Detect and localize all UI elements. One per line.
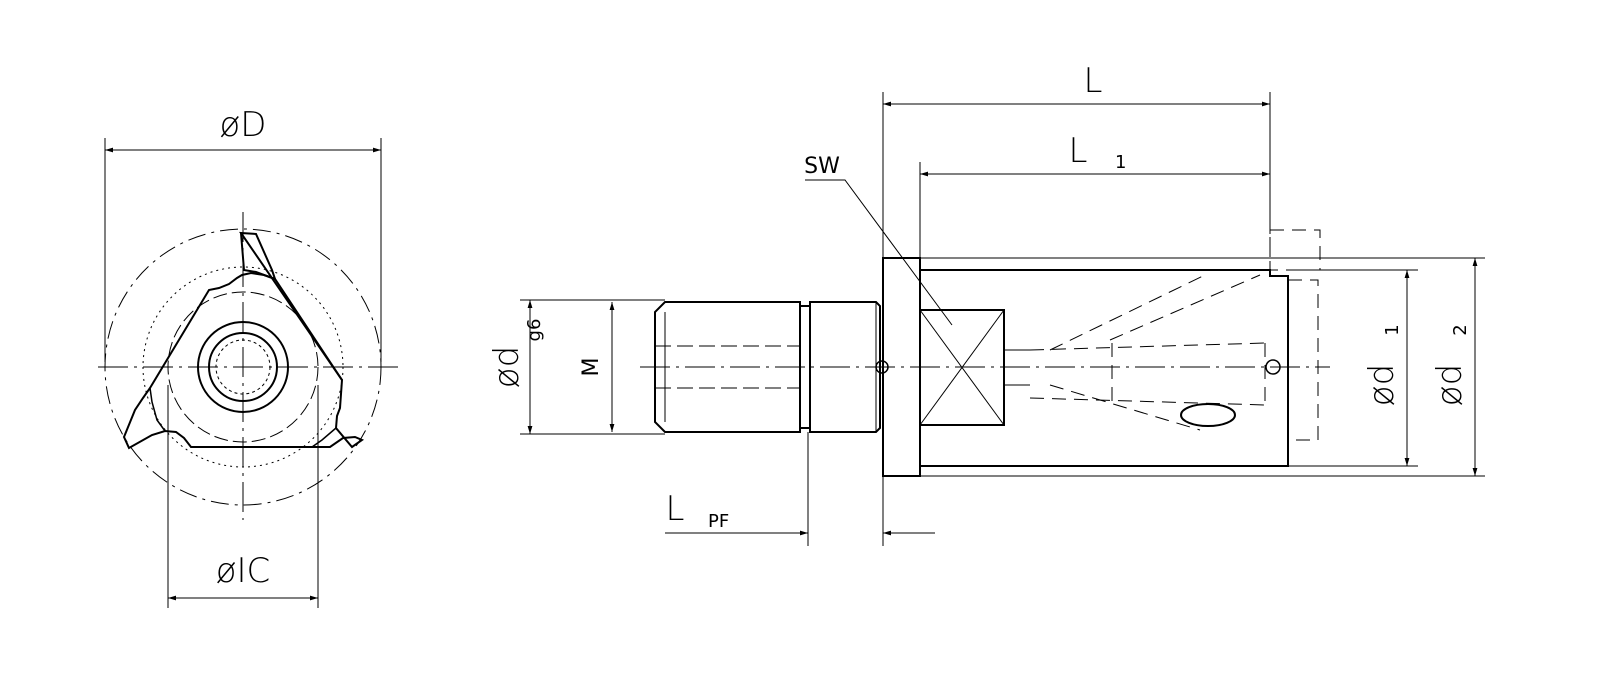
holder-view [520,92,1485,546]
coolant-hole [1180,403,1236,427]
label-lpf: L [666,489,685,529]
label-d2: ød [1430,364,1470,406]
inscribed-circle [167,291,319,443]
label-sw: SW [804,154,840,179]
label-l1-sub: 1 [1115,152,1126,173]
label-d2-sub: 2 [1450,324,1471,335]
label-lpf-sub: PF [708,511,729,532]
label-ic: øIC [216,551,271,591]
insert-edge-left [149,387,166,432]
dotted-circle [142,266,344,468]
threaded-shank [654,301,801,433]
set-screw-left [875,360,889,374]
insert-edge-right [311,427,337,448]
hole-outer [197,321,289,413]
label-m: M [579,358,604,377]
label-g6: g6 [524,319,545,342]
hole-inner [208,332,278,402]
insert-view [98,138,400,608]
label-d1-sub: 1 [1382,324,1403,335]
wrench-flat [919,309,1005,426]
label-l: L [1084,61,1103,101]
flat-diagonal [919,309,1005,426]
outer-diameter-circle [104,228,382,506]
insert-outline [122,231,365,450]
holder-body [920,269,1289,467]
label-shank-d: ød [487,346,527,388]
label-d1: ød [1362,364,1402,406]
sw-leader [805,179,953,326]
label-diameter-d: øD [220,105,267,145]
hidden-lines [1029,229,1321,441]
label-l1: L [1069,131,1088,171]
hole-thread [215,339,271,395]
set-screw-right [1265,359,1281,375]
insert-edge-top [240,232,343,381]
